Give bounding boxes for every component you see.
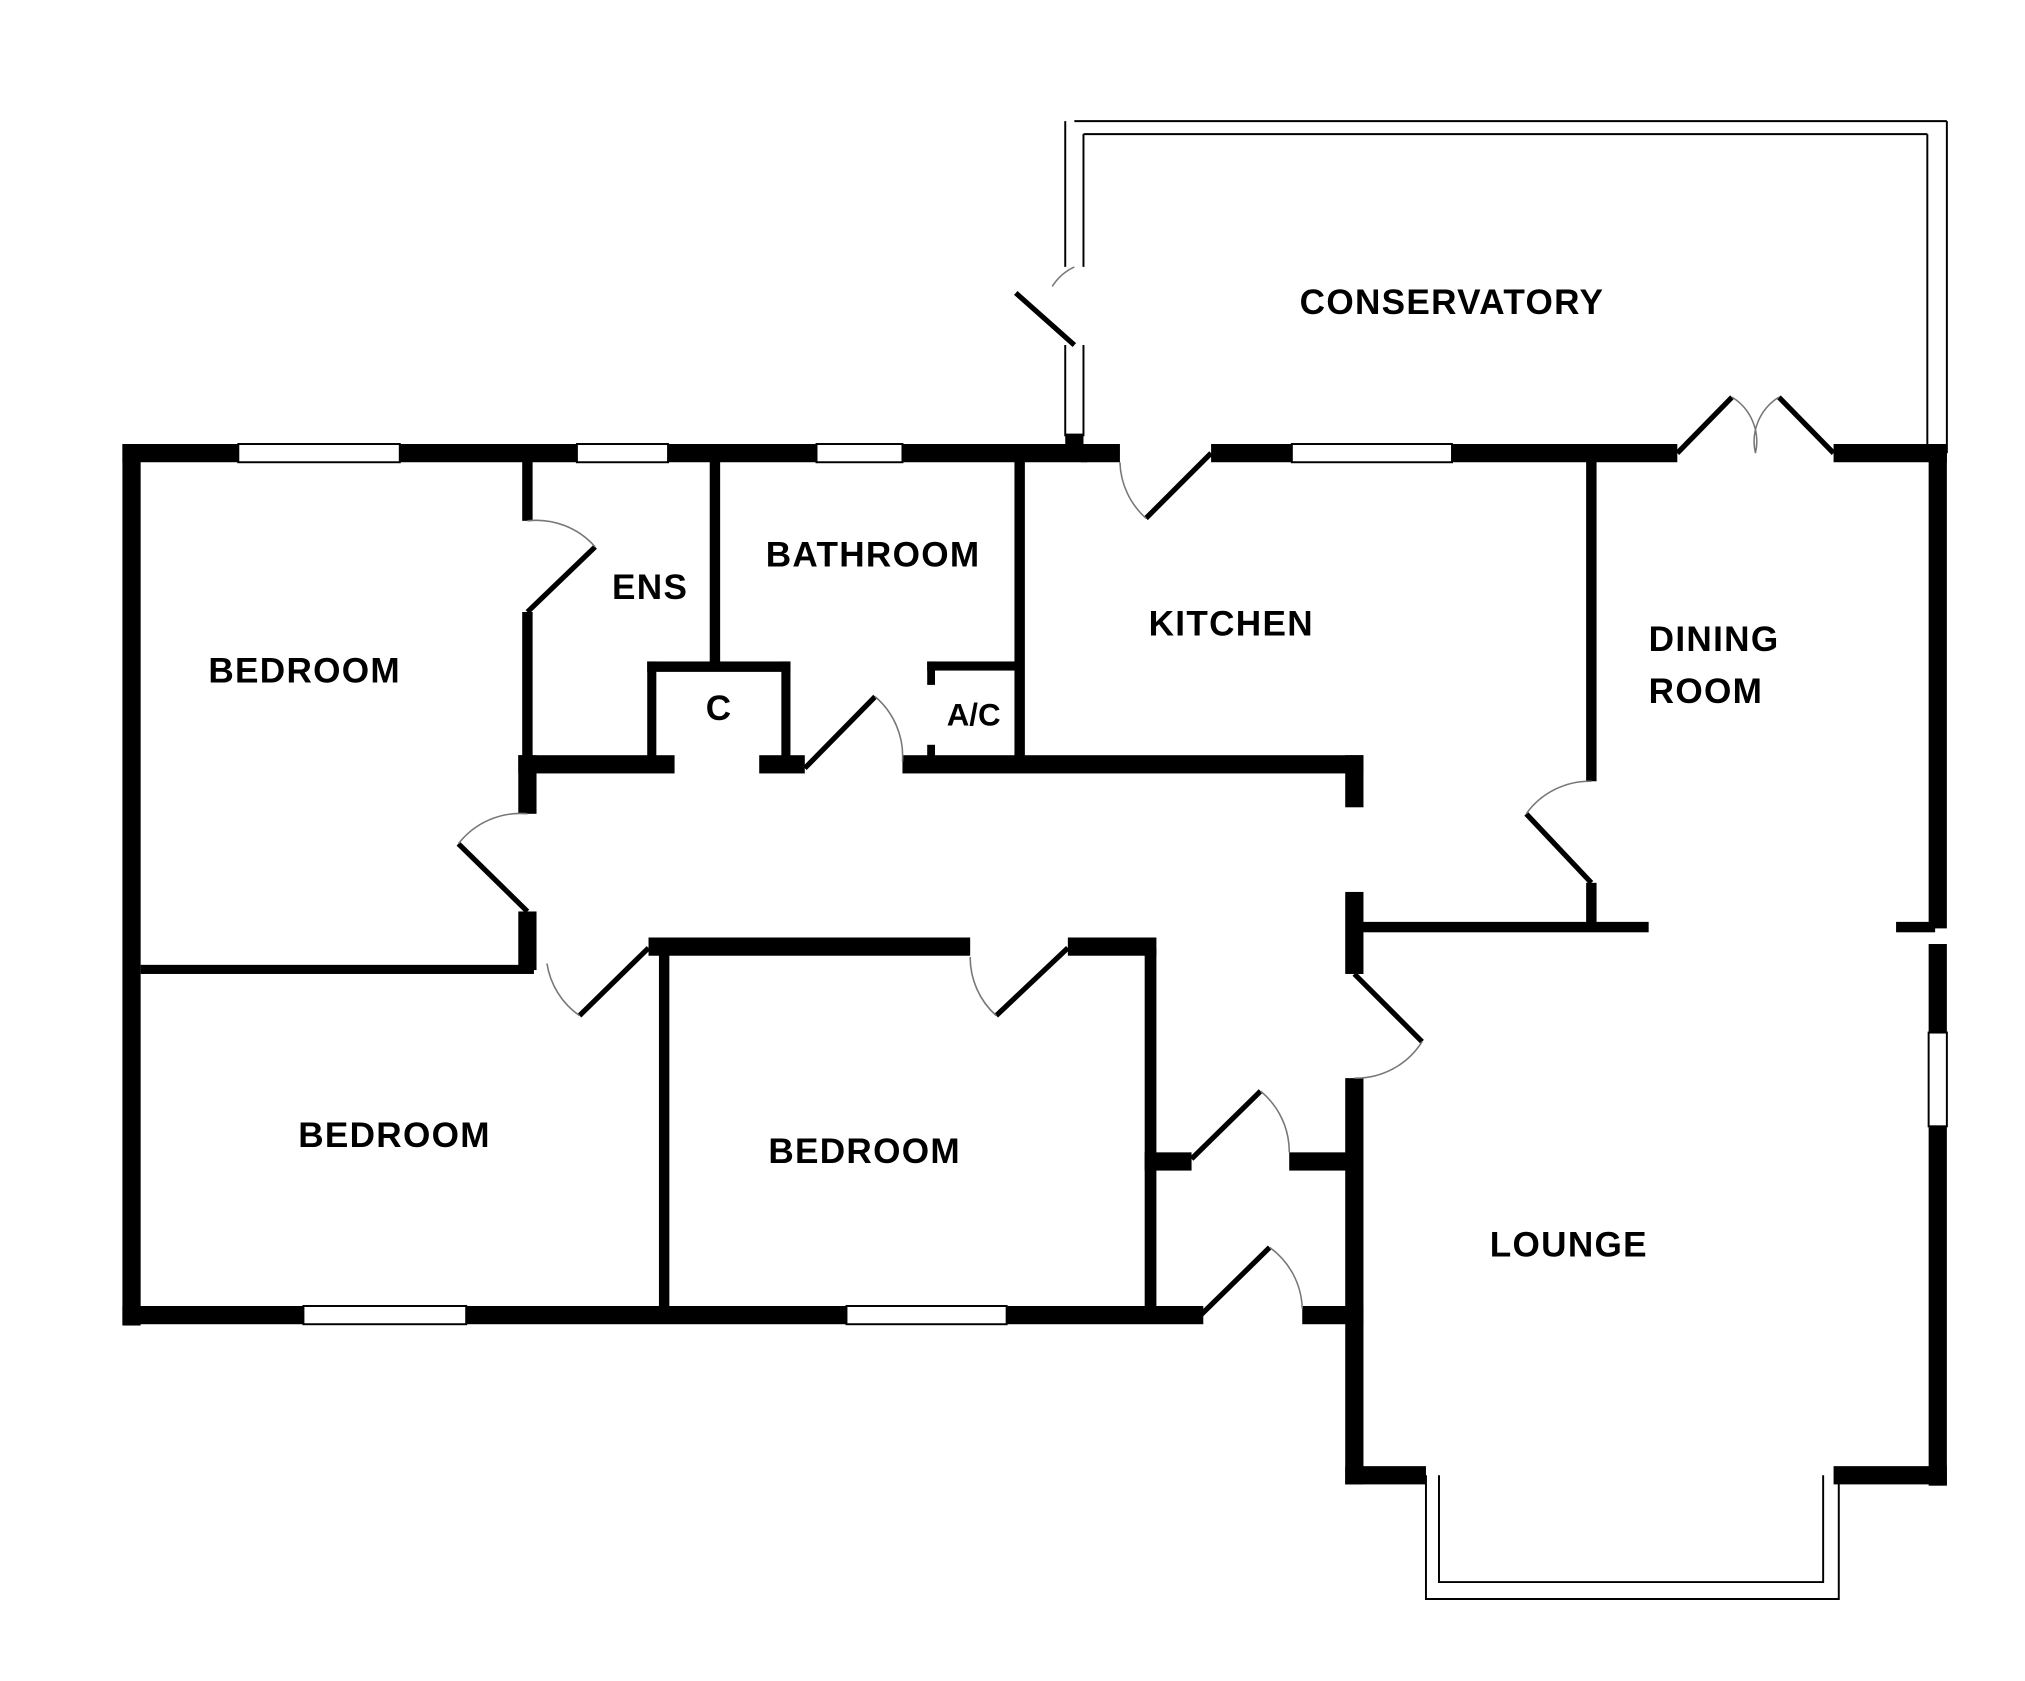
interior-walls [140,453,1936,1316]
label-cupboard: C [706,689,733,728]
label-dining-1: DINING [1649,620,1780,659]
windows [237,443,1948,1600]
label-kitchen: KITCHEN [1149,604,1314,643]
label-bedroom-2: BEDROOM [298,1116,491,1155]
label-bedroom-3: BEDROOM [768,1132,961,1171]
label-bathroom: BATHROOM [766,535,981,574]
label-airing-cupboard: A/C [947,697,1001,732]
label-bedroom-main: BEDROOM [208,651,401,690]
label-lounge: LOUNGE [1490,1226,1648,1265]
doors [456,266,1836,1317]
label-ensuite: ENS [612,568,688,607]
label-dining-2: ROOM [1649,672,1764,711]
label-conservatory: CONSERVATORY [1300,283,1605,322]
room-labels: CONSERVATORY BEDROOM ENS BATHROOM C A/C … [208,283,1780,1265]
